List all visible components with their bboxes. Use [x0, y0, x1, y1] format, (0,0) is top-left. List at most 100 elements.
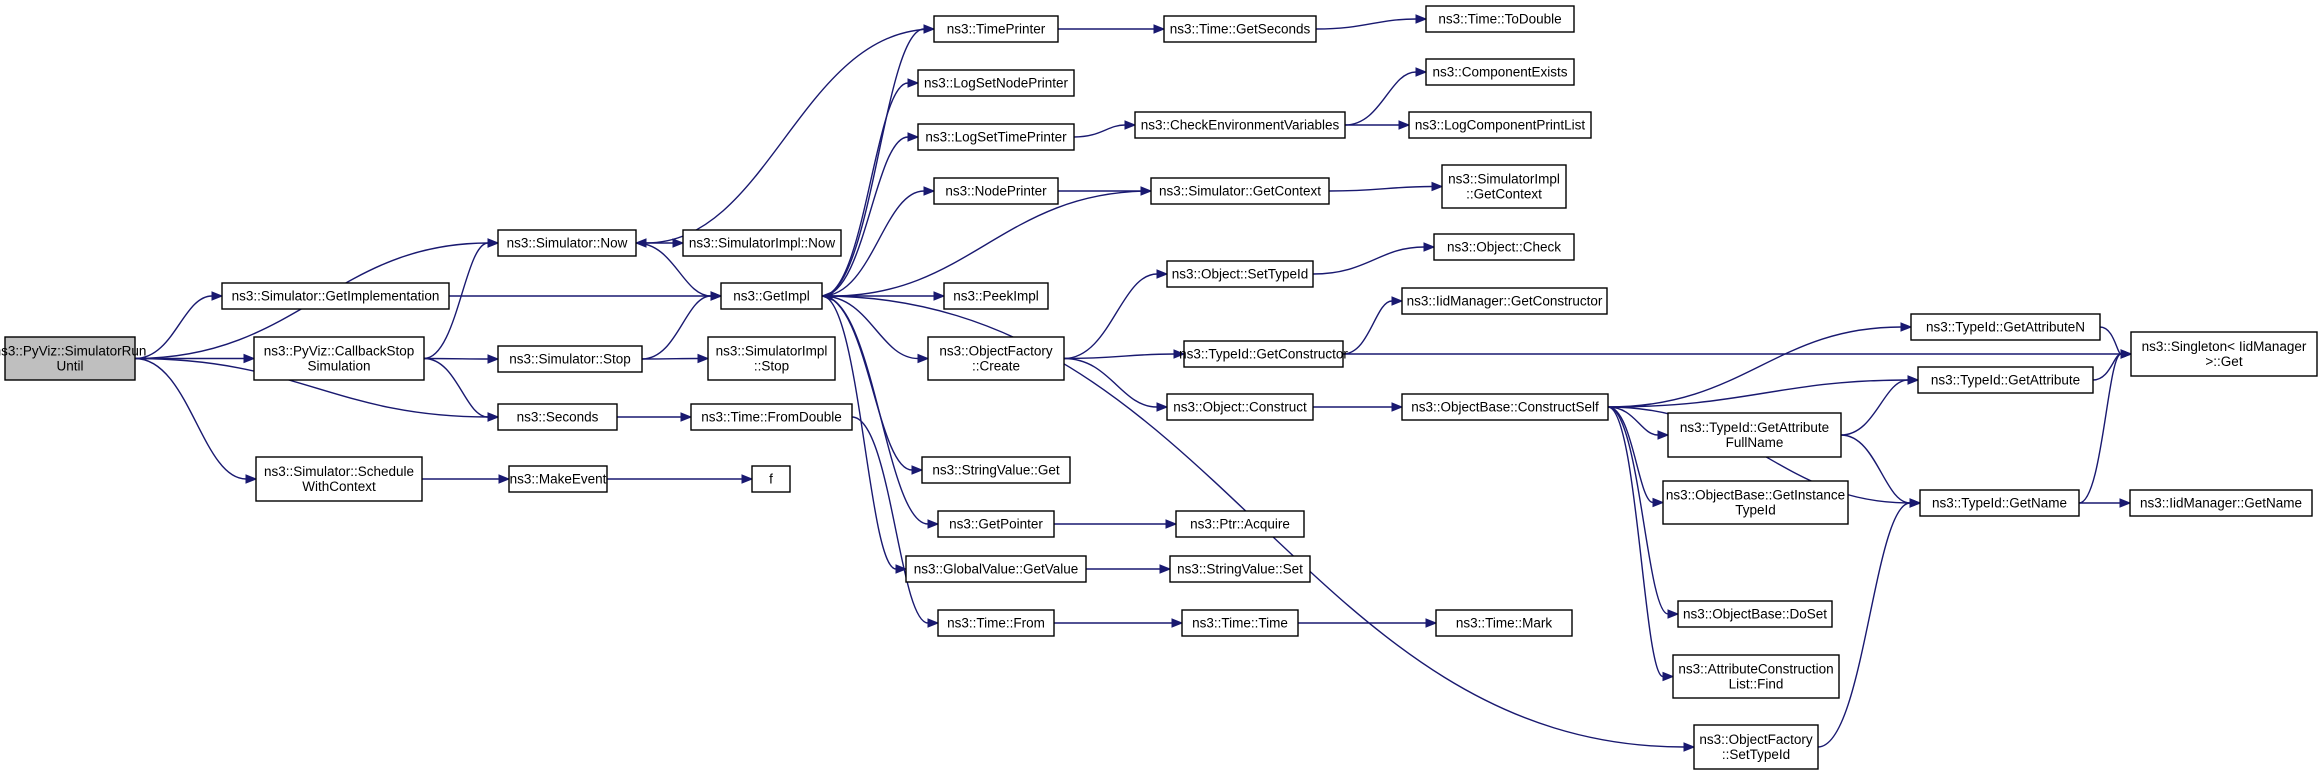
node-ns3-objectbase-doset[interactable]: ns3::ObjectBase::DoSet	[1677, 600, 1833, 628]
call-edge-getImpl-to-nodePrinter	[821, 186, 936, 297]
node-ns3-simulator-now[interactable]: ns3::Simulator::Now	[497, 229, 637, 257]
node-f[interactable]: f	[751, 465, 791, 493]
node-label: ns3::SimulatorImpl::Now	[689, 236, 836, 251]
node-ns3-typeid-getconstructor[interactable]: ns3::TypeId::GetConstructor	[1179, 340, 1348, 368]
node-label: WithContext	[302, 479, 376, 494]
node-ns3-time-time[interactable]: ns3::Time::Time	[1181, 609, 1299, 637]
call-edge-logSetTime-to-checkEnv	[1073, 120, 1137, 138]
node-ns3-time-getseconds[interactable]: ns3::Time::GetSeconds	[1163, 15, 1317, 43]
node-ns3-makeevent[interactable]: ns3::MakeEvent	[508, 465, 608, 493]
node-ns3-globalvalue-getvalue[interactable]: ns3::GlobalValue::GetValue	[905, 555, 1087, 583]
node-ns3-simulator-getimplementation[interactable]: ns3::Simulator::GetImplementation	[221, 282, 450, 310]
call-edge-root-to-simGetImpl	[134, 291, 224, 360]
node-label: ns3::Object::SetTypeId	[1172, 267, 1309, 282]
call-edge-timeFrom-to-timeTime	[1053, 618, 1184, 628]
call-edge-ofCreate-to-objSetTypeId	[1063, 269, 1169, 360]
node-ns3-objectfactory-create[interactable]: ns3::ObjectFactory::Create	[927, 336, 1065, 381]
node-ns3-seconds[interactable]: ns3::Seconds	[497, 403, 618, 431]
node-ns3-timeprinter[interactable]: ns3::TimePrinter	[933, 15, 1059, 43]
node-label: ns3::SimulatorImpl	[1448, 172, 1560, 187]
node-ns3-ptr-acquire[interactable]: ns3::Ptr::Acquire	[1175, 510, 1305, 538]
node-label: ns3::Time::ToDouble	[1438, 12, 1561, 27]
node-ns3-logcomponentprintlist[interactable]: ns3::LogComponentPrintList	[1408, 111, 1592, 139]
node-label: ns3::Time::GetSeconds	[1170, 22, 1311, 37]
node-ns3-stringvalue-set[interactable]: ns3::StringValue::Set	[1169, 555, 1311, 583]
call-edge-checkEnv-to-compExists	[1344, 67, 1428, 126]
node-label: Simulation	[307, 359, 370, 374]
node-ns3-logsetnodeprinter[interactable]: ns3::LogSetNodePrinter	[917, 69, 1075, 97]
node-ns3-simulatorimpl-now[interactable]: ns3::SimulatorImpl::Now	[682, 229, 842, 257]
call-edge-getSeconds-to-toDouble	[1315, 14, 1428, 30]
node-label: ns3::PeekImpl	[953, 289, 1039, 304]
node-ns3-object-construct[interactable]: ns3::Object::Construct	[1166, 393, 1314, 421]
node-label: ns3::LogSetTimePrinter	[925, 130, 1067, 145]
node-ns3-getpointer[interactable]: ns3::GetPointer	[937, 510, 1055, 538]
node-ns3-time-todouble[interactable]: ns3::Time::ToDouble	[1425, 5, 1575, 33]
node-label: ::Create	[972, 359, 1020, 374]
call-edge-obConstructSelf-to-tidGetAttr	[1607, 375, 1920, 408]
node-ns3-checkenvironmentvariables[interactable]: ns3::CheckEnvironmentVariables	[1134, 111, 1346, 139]
call-edge-tidGetAttrFull-to-tidGetAttr	[1840, 375, 1920, 436]
node-ns3-time-from[interactable]: ns3::Time::From	[937, 609, 1055, 637]
call-edge-objConstruct-to-obConstructSelf	[1312, 402, 1404, 412]
call-edge-timePrinter-to-getSeconds	[1058, 24, 1166, 34]
node-ns3-componentexists[interactable]: ns3::ComponentExists	[1425, 58, 1575, 86]
call-edge-obConstructSelf-to-tidGetAttrFull	[1607, 406, 1670, 440]
node-ns3-object-settypeid[interactable]: ns3::Object::SetTypeId	[1166, 260, 1314, 288]
node-ns3-simulatorimpl-getcontext[interactable]: ns3::SimulatorImpl::GetContext	[1441, 164, 1567, 209]
node-label: ns3::Simulator::Schedule	[264, 464, 414, 479]
node-ns3-objectfactory-settypeid[interactable]: ns3::ObjectFactory::SetTypeId	[1693, 724, 1819, 770]
call-edge-schedCtx-to-makeEvent	[421, 474, 511, 484]
node-label: ns3::Time::Time	[1192, 616, 1288, 631]
node-label: ns3::TypeId::GetAttribute	[1680, 420, 1829, 435]
node-ns3-simulator-stop[interactable]: ns3::Simulator::Stop	[497, 345, 643, 373]
call-edges	[134, 14, 2133, 752]
node-label: ns3::StringValue::Get	[932, 463, 1060, 478]
call-edge-obConstructSelf-to-obDoSet	[1607, 406, 1680, 619]
node-label: TypeId	[1735, 503, 1776, 518]
call-edge-timePrinter-to-simNow	[634, 28, 935, 248]
call-edge-obConstructSelf-to-tidGetAttrN	[1607, 322, 1913, 408]
node-ns3-time-mark[interactable]: ns3::Time::Mark	[1435, 609, 1573, 637]
call-edge-tidGetName-to-iidGetName	[2079, 498, 2132, 508]
node-ns3-iidmanager-getconstructor[interactable]: ns3::IidManager::GetConstructor	[1401, 287, 1608, 315]
node-ns3-getimpl[interactable]: ns3::GetImpl	[720, 282, 823, 310]
node-label: ns3::NodePrinter	[945, 184, 1047, 199]
call-edge-ofCreate-to-objConstruct	[1063, 357, 1169, 412]
call-edge-simStop-to-implStop	[641, 353, 710, 364]
node-ns3-iidmanager-getname[interactable]: ns3::IidManager::GetName	[2129, 489, 2313, 517]
node-ns3-typeid-getname[interactable]: ns3::TypeId::GetName	[1919, 489, 2080, 517]
call-edge-seconds-to-fromDouble	[616, 412, 693, 422]
node-ns3-singleton-iidmanager-get[interactable]: ns3::Singleton< IidManager>::Get	[2130, 331, 2318, 377]
node-label: ns3::GetImpl	[733, 289, 810, 304]
node-ns3-peekimpl[interactable]: ns3::PeekImpl	[943, 282, 1049, 310]
node-ns3-objectbase-constructself[interactable]: ns3::ObjectBase::ConstructSelf	[1401, 393, 1609, 421]
node-ns3-object-check[interactable]: ns3::Object::Check	[1433, 233, 1575, 261]
node-label: ns3::TypeId::GetConstructor	[1179, 347, 1348, 362]
call-edge-cbStop-to-simNow	[423, 238, 500, 360]
node-label: ns3::ObjectBase::DoSet	[1683, 607, 1827, 622]
call-edge-ofCreate-to-tidGetCtor	[1063, 349, 1186, 360]
node-label: ns3::TimePrinter	[947, 22, 1046, 37]
node-ns3-typeid-getattributen[interactable]: ns3::TypeId::GetAttributeN	[1910, 313, 2101, 341]
call-edge-getPointer-to-ptrAcquire	[1054, 519, 1178, 529]
node-ns3-simulator-getcontext[interactable]: ns3::Simulator::GetContext	[1150, 177, 1330, 205]
call-edge-getImpl-to-logSetNode	[821, 78, 920, 297]
call-edge-makeEvent-to-f	[606, 474, 754, 484]
node-ns3-simulatorimpl-stop[interactable]: ns3::SimulatorImpl::Stop	[707, 336, 836, 381]
node-ns3-stringvalue-get[interactable]: ns3::StringValue::Get	[921, 456, 1071, 484]
node-label: >::Get	[2205, 354, 2242, 369]
node-ns3-nodeprinter[interactable]: ns3::NodePrinter	[933, 177, 1059, 205]
call-edge-checkEnv-to-logCompPrint	[1344, 120, 1411, 130]
node-ns3-typeid-getattribute[interactable]: ns3::TypeId::GetAttribute	[1917, 366, 2094, 394]
call-edge-gvGetValue-to-svSet	[1086, 564, 1172, 574]
node-ns3-logsettimeprinter[interactable]: ns3::LogSetTimePrinter	[917, 123, 1075, 151]
node-ns3-time-fromdouble[interactable]: ns3::Time::FromDouble	[690, 403, 853, 431]
